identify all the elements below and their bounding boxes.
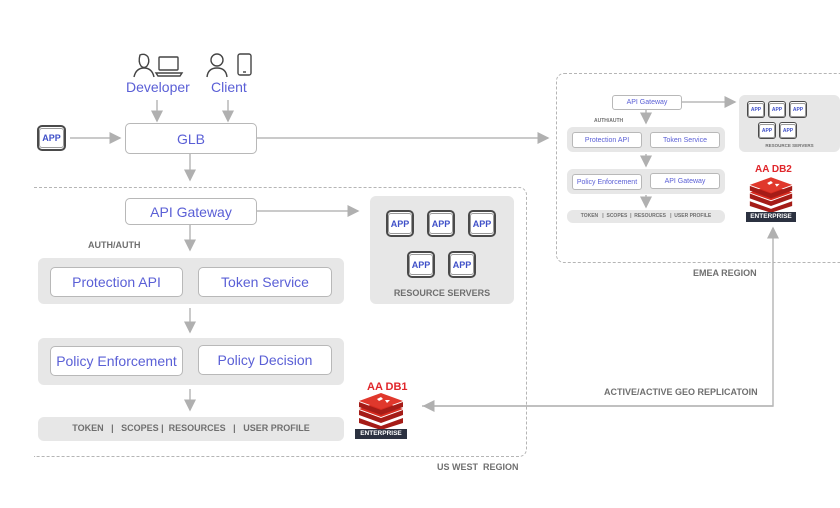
app-tile[interactable]: APP — [407, 251, 435, 278]
emea-api-gateway-label: API Gateway — [626, 99, 668, 106]
app-label: APP — [780, 123, 796, 138]
client-label: Client — [211, 79, 247, 95]
resource-servers-label: RESOURCE SERVERS — [393, 288, 491, 298]
emea-data-bar — [567, 210, 725, 223]
db1-badge: ENTERPRISE — [355, 429, 407, 439]
app-label: APP — [409, 254, 433, 275]
emea-data-bar-label: TOKEN | SCOPES | RESOURCES | USER PROFIL… — [580, 213, 712, 219]
protection-api-node[interactable]: Protection API — [50, 267, 183, 297]
app-tile[interactable]: APP — [747, 101, 765, 118]
emea-resource-servers-label: RESOURCE SERVERS — [765, 143, 814, 148]
app-label: APP — [790, 102, 806, 117]
app-label: APP — [388, 213, 412, 234]
data-bar-label: TOKEN | SCOPES | RESOURCES | USER PROFIL… — [72, 423, 310, 433]
glb-label: GLB — [176, 130, 205, 147]
data-bar — [38, 417, 344, 441]
auth-label: AUTH/AUTH — [88, 240, 141, 250]
redis-cube-icon — [749, 177, 793, 213]
app-tile[interactable]: APP — [758, 122, 776, 139]
policy-decision-label: Policy Decision — [217, 352, 313, 368]
emea-api-gateway-2-node[interactable]: API Gateway — [650, 173, 720, 189]
policy-enforcement-label: Policy Enforcement — [56, 353, 177, 369]
redis-cube-icon — [359, 393, 403, 430]
db2-badge: ENTERPRISE — [746, 212, 796, 222]
app-label: APP — [39, 128, 64, 148]
app-label: APP — [748, 102, 764, 117]
app-label: APP — [769, 102, 785, 117]
api-gateway-label: API Gateway — [150, 203, 232, 220]
emea-api-gateway-node[interactable]: API Gateway — [612, 95, 682, 110]
redis-db1-logo: ENTERPRISE — [355, 392, 407, 439]
glb-node[interactable]: GLB — [125, 123, 257, 154]
app-label: APP — [759, 123, 775, 138]
developer-label: Developer — [126, 79, 190, 95]
protection-api-label: Protection API — [72, 274, 161, 290]
token-service-node[interactable]: Token Service — [198, 267, 332, 297]
app-label: APP — [450, 254, 474, 275]
app-tile[interactable]: APP — [789, 101, 807, 118]
emea-auth-label: AUTH/AUTH — [594, 118, 624, 124]
policy-decision-node[interactable]: Policy Decision — [198, 345, 332, 375]
emea-policy-enforcement-label: Policy Enforcement — [576, 178, 638, 186]
us-west-region — [34, 187, 527, 457]
app-tile[interactable]: APP — [386, 210, 414, 237]
app-tile[interactable]: APP — [448, 251, 476, 278]
app-tile[interactable]: APP — [779, 122, 797, 139]
db2-name: AA DB2 — [755, 164, 792, 175]
emea-api-gateway-2-label: API Gateway — [664, 177, 706, 185]
emea-region-label: EMEA REGION — [693, 268, 757, 278]
db1-name: AA DB1 — [367, 381, 408, 393]
app-label: APP — [429, 213, 453, 234]
replication-label: ACTIVE/ACTIVE GEO REPLICATOIN — [604, 387, 758, 397]
emea-policy-enforcement-node[interactable]: Policy Enforcement — [572, 174, 642, 190]
emea-region — [556, 73, 840, 263]
policy-enforcement-node[interactable]: Policy Enforcement — [50, 346, 183, 376]
emea-protection-api-node[interactable]: Protection API — [572, 132, 642, 148]
api-gateway-node[interactable]: API Gateway — [125, 198, 257, 225]
emea-token-service-label: Token Service — [663, 136, 707, 144]
app-tile[interactable]: APP — [768, 101, 786, 118]
redis-db2-logo: ENTERPRISE — [746, 176, 796, 222]
emea-token-service-node[interactable]: Token Service — [650, 132, 720, 148]
developer-icon — [133, 53, 184, 78]
app-tile[interactable]: APP — [427, 210, 455, 237]
client-icon — [206, 53, 252, 78]
us-west-region-label: US WEST REGION — [437, 462, 519, 472]
app-label: APP — [470, 213, 494, 234]
app-tile[interactable]: APP — [468, 210, 496, 237]
token-service-label: Token Service — [221, 274, 309, 290]
app-tile[interactable]: APP — [37, 125, 66, 151]
emea-protection-api-label: Protection API — [584, 136, 630, 144]
